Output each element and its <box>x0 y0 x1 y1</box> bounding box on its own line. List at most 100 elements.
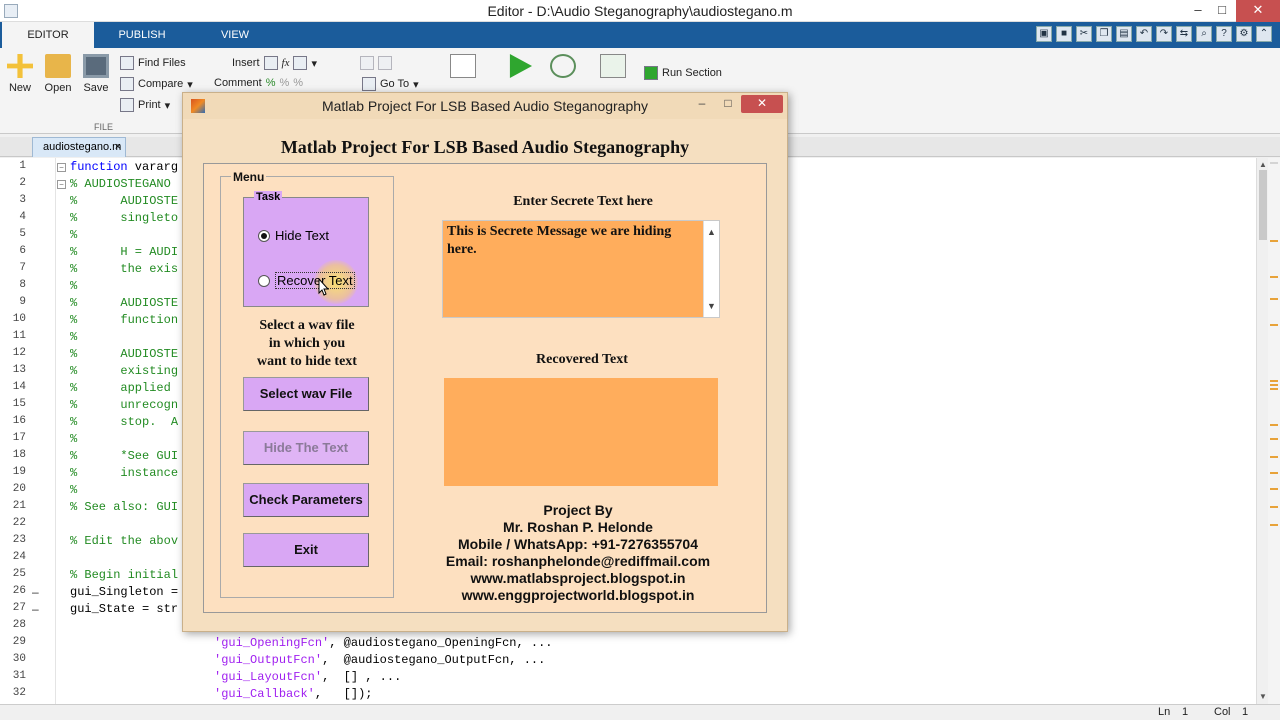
code-text <box>70 670 214 684</box>
folder-icon <box>45 54 71 78</box>
window-title-bar: Editor - D:\Audio Steganography\audioste… <box>0 0 1280 22</box>
search-icon[interactable]: ⌕ <box>1196 26 1212 42</box>
check-parameters-button[interactable]: Check Parameters <box>243 483 369 517</box>
figure-title-bar: Matlab Project For LSB Based Audio Stega… <box>183 93 787 119</box>
line-number: 21 <box>12 500 26 512</box>
layout-icon[interactable]: ▣ <box>1036 26 1052 42</box>
save-icon[interactable]: ■ <box>1056 26 1072 42</box>
fold-toggle-icon[interactable]: − <box>57 163 66 172</box>
scroll-up-icon[interactable]: ▲ <box>1259 160 1267 169</box>
new-button[interactable]: New <box>6 54 34 94</box>
line-number: 3 <box>19 194 26 206</box>
maximize-button[interactable]: □ <box>1218 2 1226 17</box>
undo-icon[interactable]: ↶ <box>1136 26 1152 42</box>
switch-windows-icon[interactable]: ⇆ <box>1176 26 1192 42</box>
compare-icon <box>120 77 134 91</box>
tab-publish[interactable]: PUBLISH <box>118 29 166 41</box>
figure-maximize-button[interactable]: □ <box>724 96 732 110</box>
redo-icon[interactable]: ↷ <box>1156 26 1172 42</box>
line-number: 10 <box>12 313 26 325</box>
line-number: 25 <box>12 568 26 580</box>
code-text: vararg <box>127 160 179 174</box>
fx-icon[interactable]: fx <box>281 57 290 69</box>
exit-button[interactable]: Exit <box>243 533 369 567</box>
indent-buttons[interactable] <box>360 56 392 70</box>
compare-button[interactable]: Compare▾ <box>120 77 193 91</box>
quick-access-toolbar: ▣ ■ ✂ ❐ ▤ ↶ ↷ ⇆ ⌕ ? ⚙ ⌃ <box>1036 26 1272 42</box>
line-number: 32 <box>12 687 26 699</box>
mouse-pointer-icon <box>318 278 330 296</box>
run-button[interactable] <box>506 54 532 82</box>
run-section-button[interactable]: Run Section <box>644 66 722 80</box>
cut-icon[interactable]: ✂ <box>1076 26 1092 42</box>
open-button[interactable]: Open <box>44 54 72 94</box>
settings-icon[interactable]: ⚙ <box>1236 26 1252 42</box>
run-and-time-icon <box>550 54 576 78</box>
breakpoints-button[interactable] <box>450 54 476 82</box>
paste-icon[interactable]: ▤ <box>1116 26 1132 42</box>
print-icon <box>120 98 134 112</box>
tab-view[interactable]: VIEW <box>220 29 250 41</box>
window-title: Editor - D:\Audio Steganography\audioste… <box>487 3 793 19</box>
code-line: % *See GUI <box>70 449 179 463</box>
code-text: , @audiostegano_OpeningFcn, ... <box>329 636 553 650</box>
line-number: 2 <box>19 177 26 189</box>
go-to-icon <box>362 77 376 91</box>
file-tab-audiostegano[interactable]: audiostegano.m × <box>32 137 126 157</box>
line-number: 4 <box>19 211 26 223</box>
secret-text-input[interactable]: This is Secrete Message we are hiding he… <box>442 220 720 318</box>
line-number: 7 <box>19 262 26 274</box>
project-credits: Project By Mr. Roshan P. Helonde Mobile … <box>442 502 714 604</box>
line-label: Ln <box>1158 706 1171 718</box>
figure-close-button[interactable]: ✕ <box>741 95 783 113</box>
run-section-icon <box>644 66 658 80</box>
hide-text-radio[interactable]: Hide Text <box>258 228 329 243</box>
comment-button[interactable]: Comment%%% <box>214 77 303 89</box>
scroll-up-icon[interactable]: ▲ <box>707 227 716 237</box>
help-icon[interactable]: ? <box>1216 26 1232 42</box>
breakpoint-dash-icon[interactable]: – <box>32 602 39 616</box>
find-files-button[interactable]: Find Files <box>120 56 186 70</box>
hide-the-text-button[interactable]: Hide The Text <box>243 431 369 465</box>
figure-minimize-button[interactable]: ‒ <box>698 96 706 110</box>
new-icon <box>7 54 33 78</box>
close-button[interactable]: ✕ <box>1236 0 1280 22</box>
recover-text-radio[interactable]: Recover Text <box>258 272 355 289</box>
figure-window: Matlab Project For LSB Based Audio Stega… <box>182 92 788 632</box>
code-line: % AUDIOSTE <box>70 296 179 310</box>
line-number: 23 <box>12 534 26 546</box>
open-label: Open <box>44 82 72 94</box>
line-number: 5 <box>19 228 26 240</box>
tab-editor[interactable]: EDITOR <box>2 22 94 48</box>
run-section-label: Run Section <box>662 67 722 79</box>
scroll-down-icon[interactable]: ▼ <box>1259 692 1267 701</box>
wrap-icon: % <box>293 77 304 89</box>
breakpoint-dash-icon[interactable]: – <box>32 585 39 599</box>
floppy-icon <box>83 54 109 78</box>
file-tab-label: audiostegano.m <box>43 141 122 153</box>
copy-icon[interactable]: ❐ <box>1096 26 1112 42</box>
code-line: % AUDIOSTE <box>70 347 179 361</box>
minimize-button[interactable]: ‒ <box>1194 2 1202 17</box>
line-number: 29 <box>12 636 26 648</box>
select-wav-file-button[interactable]: Select wav File <box>243 377 369 411</box>
editor-vertical-scrollbar[interactable]: ▲ ▼ <box>1256 158 1268 704</box>
collapse-icon[interactable]: ⌃ <box>1256 26 1272 42</box>
line-number: 12 <box>12 347 26 359</box>
run-and-advance-button[interactable] <box>600 54 626 82</box>
go-to-button[interactable]: Go To▾ <box>362 77 419 91</box>
comment-label: Comment <box>214 77 262 89</box>
code-line: 'gui_Callback', []); <box>70 687 372 704</box>
file-tab-close-icon[interactable]: × <box>114 141 121 153</box>
save-button[interactable]: Save <box>82 54 110 94</box>
scroll-down-icon[interactable]: ▼ <box>707 301 716 311</box>
print-button[interactable]: Print▾ <box>120 98 170 112</box>
main-panel: Menu Task Hide Text Recover Text Select … <box>203 163 767 613</box>
run-and-time-button[interactable] <box>550 54 576 82</box>
secret-text-scrollbar[interactable]: ▲ ▼ <box>703 221 719 317</box>
fold-toggle-icon[interactable]: − <box>57 180 66 189</box>
scrollbar-thumb[interactable] <box>1259 170 1267 240</box>
radio-unselected-icon <box>258 274 270 287</box>
line-number: 17 <box>12 432 26 444</box>
